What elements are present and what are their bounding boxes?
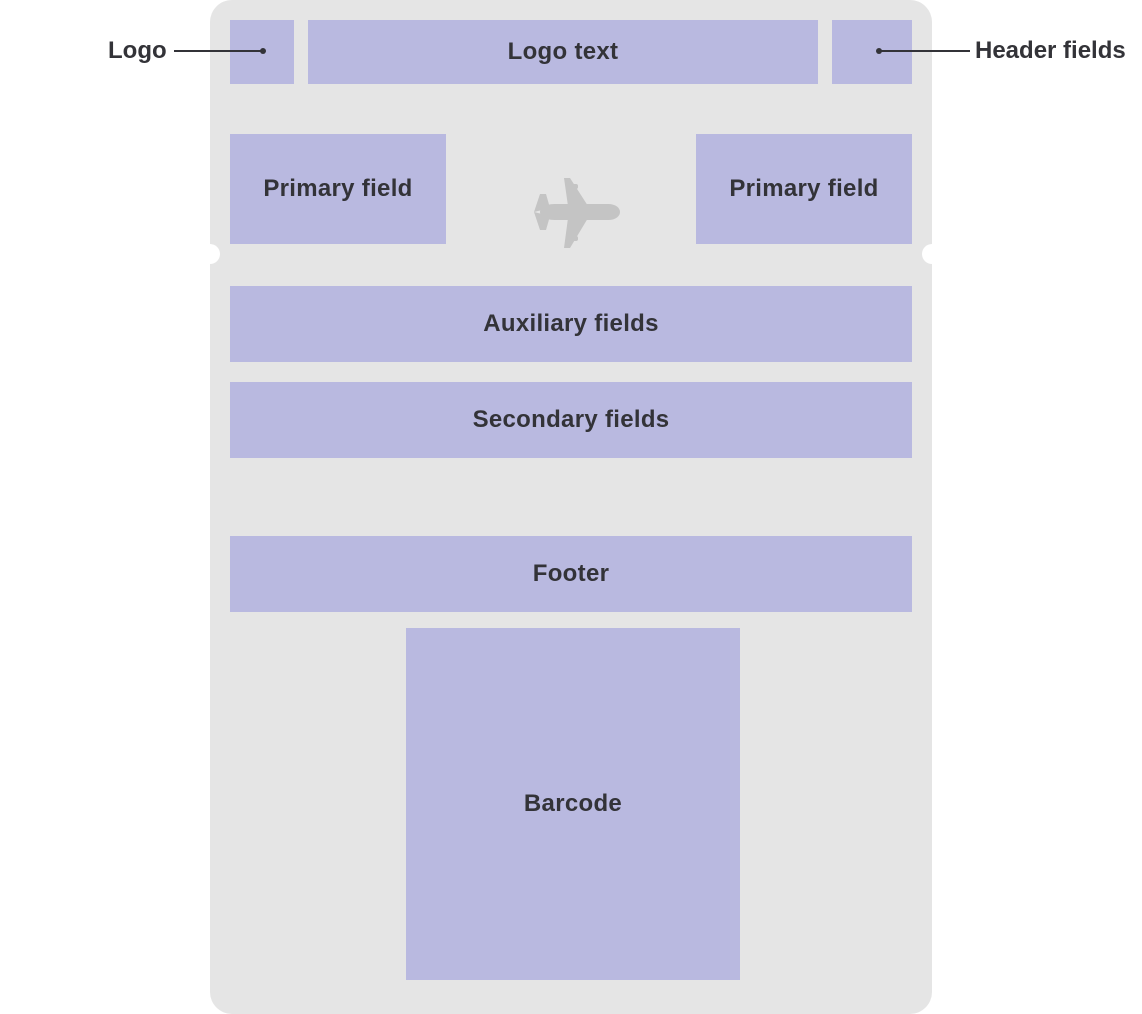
airplane-icon: [534, 178, 620, 248]
pass-notch-right: [922, 244, 942, 264]
logo-callout-line: [174, 50, 262, 52]
primary-field-left: Primary field: [230, 134, 446, 244]
logo-text-region: Logo text: [308, 20, 818, 84]
auxiliary-fields-label: Auxiliary fields: [483, 310, 659, 337]
footer-label: Footer: [532, 560, 610, 587]
pass-notch-left: [200, 244, 220, 264]
footer-region: Footer: [230, 536, 912, 612]
logo-text-label: Logo text: [507, 38, 619, 65]
barcode-region: Barcode: [406, 628, 740, 980]
primary-field-right-label: Primary field: [729, 175, 879, 202]
primary-field-right: Primary field: [696, 134, 912, 244]
primary-field-left-label: Primary field: [263, 175, 413, 202]
header-fields-region: [832, 20, 912, 84]
barcode-label: Barcode: [523, 790, 623, 817]
logo-callout-label: Logo: [108, 37, 167, 64]
header-fields-callout-dot: [876, 47, 882, 54]
auxiliary-fields-region: Auxiliary fields: [230, 286, 912, 362]
header-fields-callout-label: Header fields: [975, 37, 1126, 64]
secondary-fields-label: Secondary fields: [472, 406, 670, 433]
secondary-fields-region: Secondary fields: [230, 382, 912, 458]
header-fields-callout-line: [880, 50, 970, 52]
logo-callout-dot: [260, 47, 266, 54]
